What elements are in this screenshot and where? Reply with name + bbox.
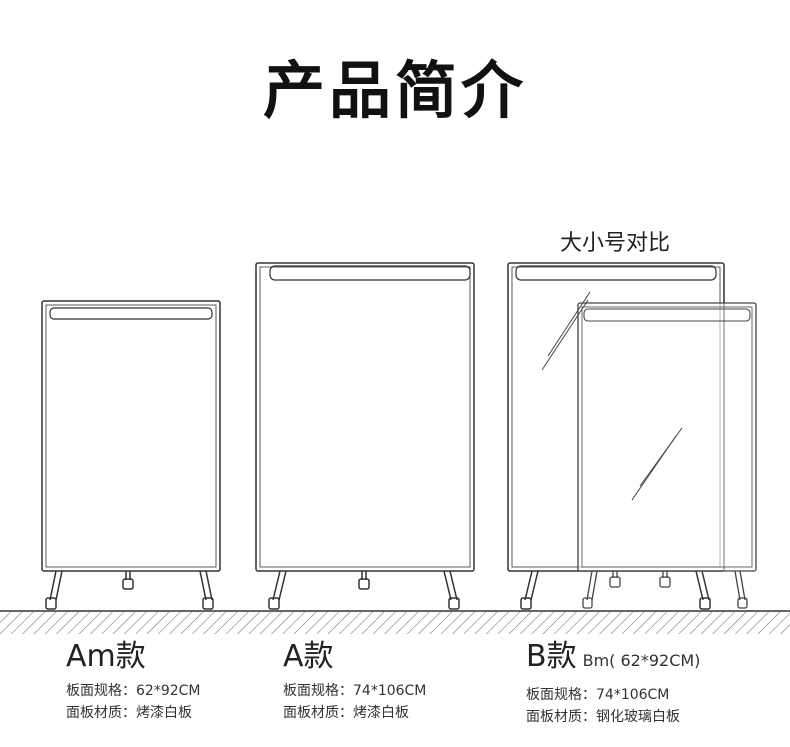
product-material: 面板材质：烤漆白板	[66, 705, 192, 721]
caption-a: A款 板面规格：74*106CM 面板材质：烤漆白板	[283, 640, 426, 724]
product-size: 板面规格：74*106CM	[526, 687, 670, 703]
product-size: 板面规格：74*106CM	[283, 683, 427, 699]
product-name: A款	[283, 639, 334, 674]
page-title: 产品简介	[262, 54, 527, 127]
product-name: B款	[526, 639, 577, 674]
board-bm	[541, 291, 757, 609]
caption-am: Am款 板面规格：62*92CM 面板材质：烤漆白板	[66, 640, 200, 724]
product-size: 板面规格：62*92CM	[66, 683, 201, 699]
product-extra: Bm( 62*92CM)	[582, 651, 701, 670]
product-material: 面板材质：烤漆白板	[283, 705, 409, 721]
product-name: Am款	[66, 639, 146, 674]
caption-b: B款 Bm( 62*92CM) 板面规格：74*106CM 面板材质：钢化玻璃白板	[526, 640, 700, 728]
ground-hatch	[0, 612, 790, 634]
board-am	[41, 300, 221, 610]
size-compare-label: 大小号对比	[560, 231, 671, 256]
product-material: 面板材质：钢化玻璃白板	[526, 709, 680, 725]
board-a	[255, 262, 475, 610]
